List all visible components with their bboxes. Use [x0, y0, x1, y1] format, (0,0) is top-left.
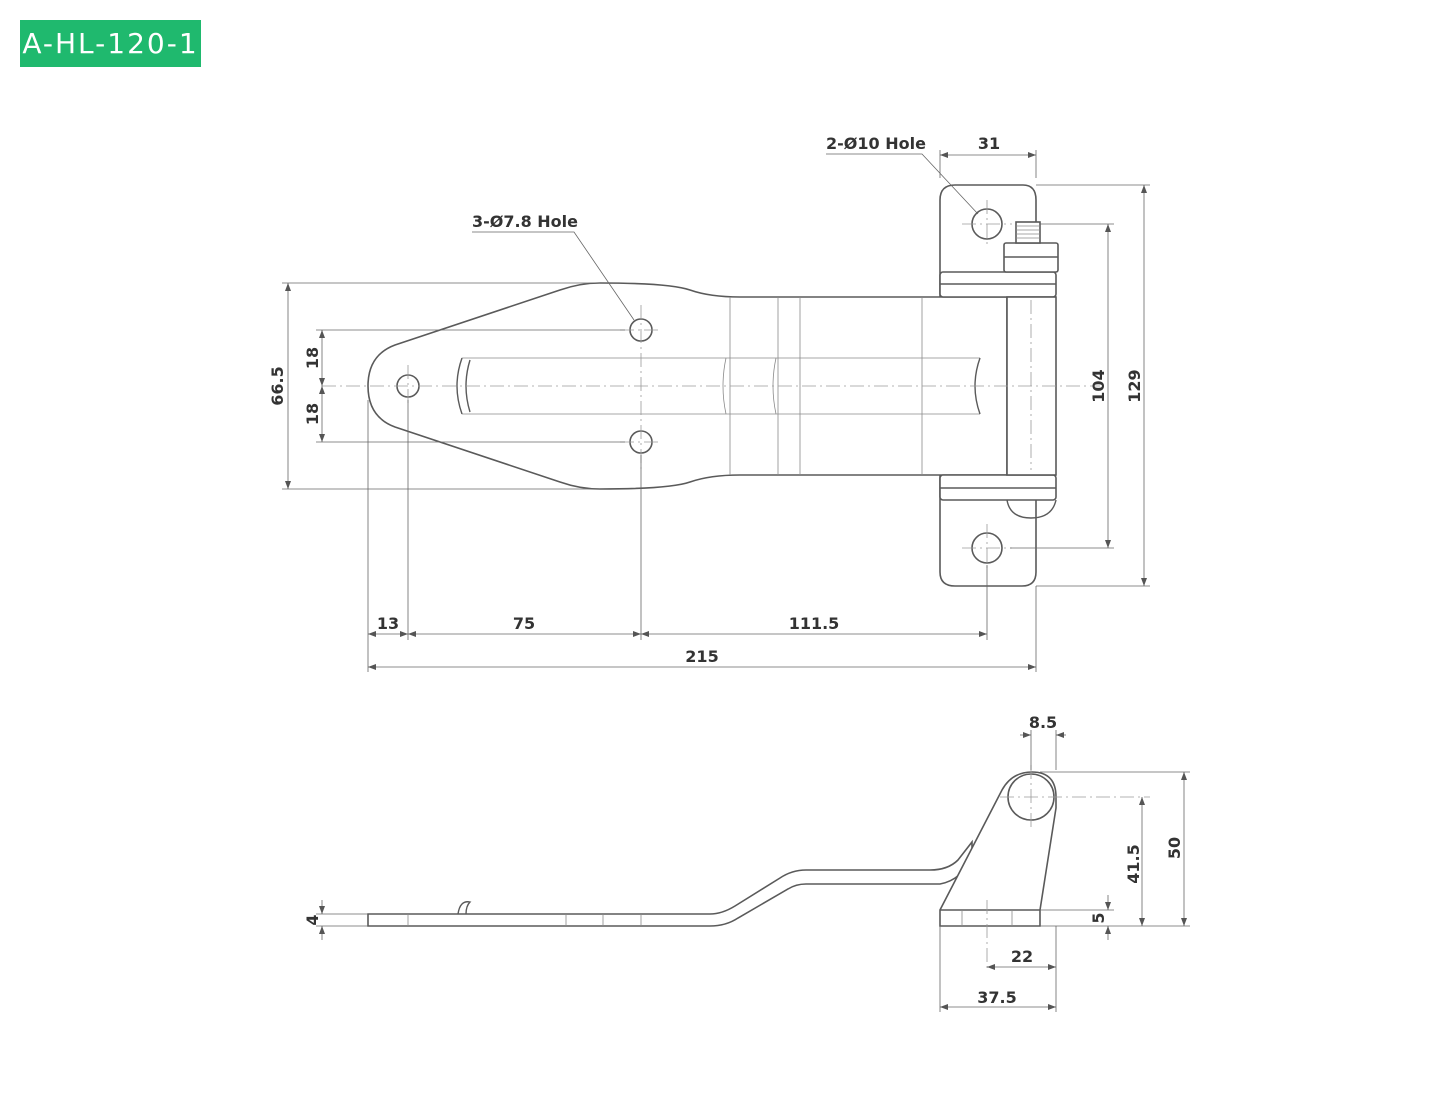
model-badge: A-HL-120-1 — [20, 20, 201, 67]
dim-66-5: 66.5 — [268, 366, 287, 405]
dim-13: 13 — [377, 614, 399, 633]
dim-5: 5 — [1089, 912, 1108, 923]
side-view: 8.5 41.5 50 5 4 — [303, 713, 1190, 1012]
dim-41-5: 41.5 — [1124, 844, 1143, 883]
dim-18-top: 18 — [303, 347, 322, 369]
dim-31: 31 — [978, 134, 1000, 153]
dim-104: 104 — [1089, 369, 1108, 402]
thread — [1015, 221, 1041, 244]
top-view: 2-Ø10 Hole 3-Ø7.8 Hole 31 66.5 18 18 — [268, 134, 1150, 672]
callout-hole-large: 2-Ø10 Hole — [826, 134, 926, 153]
dim-215: 215 — [685, 647, 718, 666]
dim-4: 4 — [303, 914, 322, 925]
dim-50: 50 — [1165, 837, 1184, 859]
dim-22: 22 — [1011, 947, 1033, 966]
dim-18-bottom: 18 — [303, 403, 322, 425]
dim-75: 75 — [513, 614, 535, 633]
dim-8-5: 8.5 — [1029, 713, 1057, 732]
dim-129: 129 — [1125, 369, 1144, 402]
dim-37-5: 37.5 — [977, 988, 1016, 1007]
callout-hole-small: 3-Ø7.8 Hole — [472, 212, 578, 231]
dim-111-5: 111.5 — [789, 614, 840, 633]
